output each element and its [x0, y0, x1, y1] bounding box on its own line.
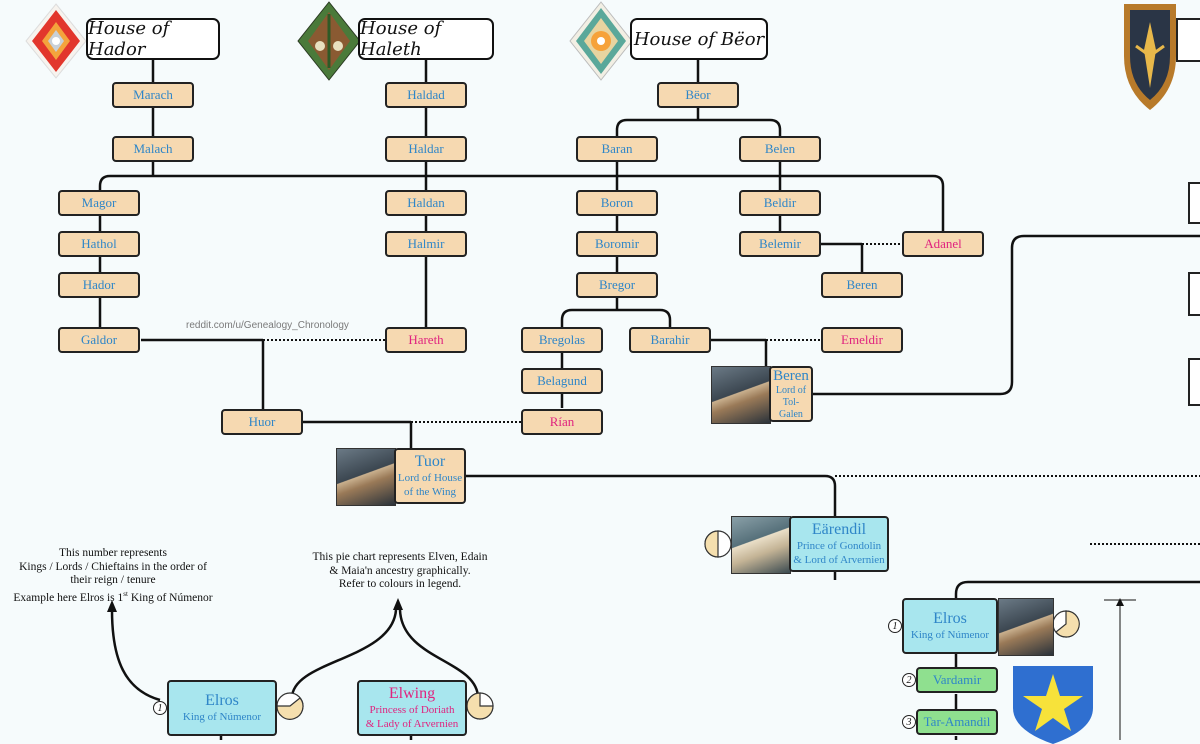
person-haldan[interactable]: Haldan — [385, 190, 467, 216]
person-boron[interactable]: Boron — [576, 190, 658, 216]
person-emeldir[interactable]: Emeldir — [821, 327, 903, 353]
person-haldad[interactable]: Haldad — [385, 82, 467, 108]
card-tuor[interactable]: Tuor Lord of House of the Wing — [394, 448, 466, 504]
legend-card-elwing[interactable]: Elwing Princess of Doriath & Lady of Arv… — [357, 680, 467, 736]
person-hathol[interactable]: Hathol — [58, 231, 140, 257]
legend-number-note: This number represents Kings / Lords / C… — [10, 547, 216, 605]
reign-number-vardamir: 2 — [902, 673, 916, 687]
person-haldar[interactable]: Haldar — [385, 136, 467, 162]
person-vardamir[interactable]: Vardamir — [916, 667, 998, 693]
card-beren[interactable]: Beren Lord of Tol-Galen — [769, 366, 813, 422]
reign-number-legend: 1 — [153, 701, 167, 715]
edge-frame — [1176, 18, 1200, 62]
note-line: This pie chart represents Elven, Edain — [312, 551, 488, 563]
person-hareth[interactable]: Hareth — [385, 327, 467, 353]
shield-crest-icon — [1124, 4, 1176, 110]
star-shield-icon — [1013, 666, 1093, 744]
person-beldir[interactable]: Beldir — [739, 190, 821, 216]
note-line: & Maia'n ancestry graphically. — [329, 564, 471, 577]
person-bregor[interactable]: Bregor — [576, 272, 658, 298]
card-tuor-title1: Lord of House — [397, 472, 463, 484]
haleth-crest-icon — [297, 1, 361, 81]
person-adanel[interactable]: Adanel — [902, 231, 984, 257]
person-marach[interactable]: Marach — [112, 82, 194, 108]
card-tuor-name: Tuor — [414, 453, 446, 470]
reign-number-elros: 1 — [888, 619, 902, 633]
person-belemir[interactable]: Belemir — [739, 231, 821, 257]
card-beren-title1: Lord of — [775, 385, 807, 396]
person-hador[interactable]: Hador — [58, 272, 140, 298]
person-baran[interactable]: Baran — [576, 136, 658, 162]
card-beren-name: Beren — [773, 368, 809, 384]
note-line: their reign / tenure — [70, 574, 156, 586]
note-line: Kings / Lords / Chieftains in the order … — [19, 560, 207, 573]
person-malach[interactable]: Malach — [112, 136, 194, 162]
note-line: Example here Elros is 1st King of Númeno… — [10, 588, 216, 605]
card-beren-title2: Tol-Galen — [779, 397, 803, 420]
legend-card-elros[interactable]: Elros King of Númenor — [167, 680, 277, 736]
beren-portrait — [711, 366, 771, 424]
person-beor[interactable]: Bëor — [657, 82, 739, 108]
elros-portrait — [998, 598, 1054, 656]
person-bregolas[interactable]: Bregolas — [521, 327, 603, 353]
reign-number-taramandil: 3 — [902, 715, 916, 729]
tuor-portrait — [336, 448, 396, 506]
house-beor-header: House of Bëor — [630, 18, 768, 60]
person-beren-elder[interactable]: Beren — [821, 272, 903, 298]
beor-crest-icon — [569, 1, 633, 81]
person-belen[interactable]: Belen — [739, 136, 821, 162]
person-taramandil[interactable]: Tar-Amandil — [916, 709, 998, 735]
earendil-portrait — [731, 516, 791, 574]
card-tuor-title2: of the Wing — [404, 486, 456, 498]
person-barahir[interactable]: Barahir — [629, 327, 711, 353]
note-text: King of Númenor — [127, 591, 213, 604]
person-magor[interactable]: Magor — [58, 190, 140, 216]
card-earendil-title1: Prince of Gondolin — [796, 540, 882, 552]
person-galdor[interactable]: Galdor — [58, 327, 140, 353]
legend-elwing-title2: & Lady of Arvernien — [365, 718, 459, 730]
card-earendil-title2: & Lord of Arvernien — [793, 554, 885, 566]
card-elros-name: Elros — [933, 610, 967, 627]
person-boromir[interactable]: Boromir — [576, 231, 658, 257]
edge-frame — [1188, 358, 1200, 406]
person-huor[interactable]: Huor — [221, 409, 303, 435]
legend-elwing-name: Elwing — [388, 685, 436, 702]
card-earendil-name: Eärendil — [811, 521, 867, 538]
edge-frame — [1188, 182, 1200, 224]
house-hador-header: House of Hador — [86, 18, 220, 60]
house-haleth-header: House of Haleth — [358, 18, 494, 60]
note-text: Example here Elros is 1 — [13, 591, 124, 604]
person-belegund[interactable]: Belagund — [521, 368, 603, 394]
legend-pie-note: This pie chart represents Elven, Edain &… — [302, 551, 498, 592]
person-rian[interactable]: Rían — [521, 409, 603, 435]
hador-crest-icon — [25, 3, 87, 79]
credit-text: reddit.com/u/Genealogy_Chronology — [186, 320, 349, 331]
edge-frame — [1188, 272, 1200, 316]
note-superscript: st — [123, 589, 128, 598]
note-line: Refer to colours in legend. — [338, 578, 462, 590]
person-halmir[interactable]: Halmir — [385, 231, 467, 257]
card-elros[interactable]: Elros King of Númenor — [902, 598, 998, 654]
note-line: This number represents — [59, 547, 167, 559]
card-earendil[interactable]: Eärendil Prince of Gondolin & Lord of Ar… — [789, 516, 889, 572]
card-elros-title: King of Númenor — [910, 629, 990, 641]
legend-elros-title: King of Númenor — [182, 711, 262, 723]
legend-elros-name: Elros — [205, 692, 239, 709]
legend-elwing-title1: Princess of Doriath — [369, 704, 455, 716]
